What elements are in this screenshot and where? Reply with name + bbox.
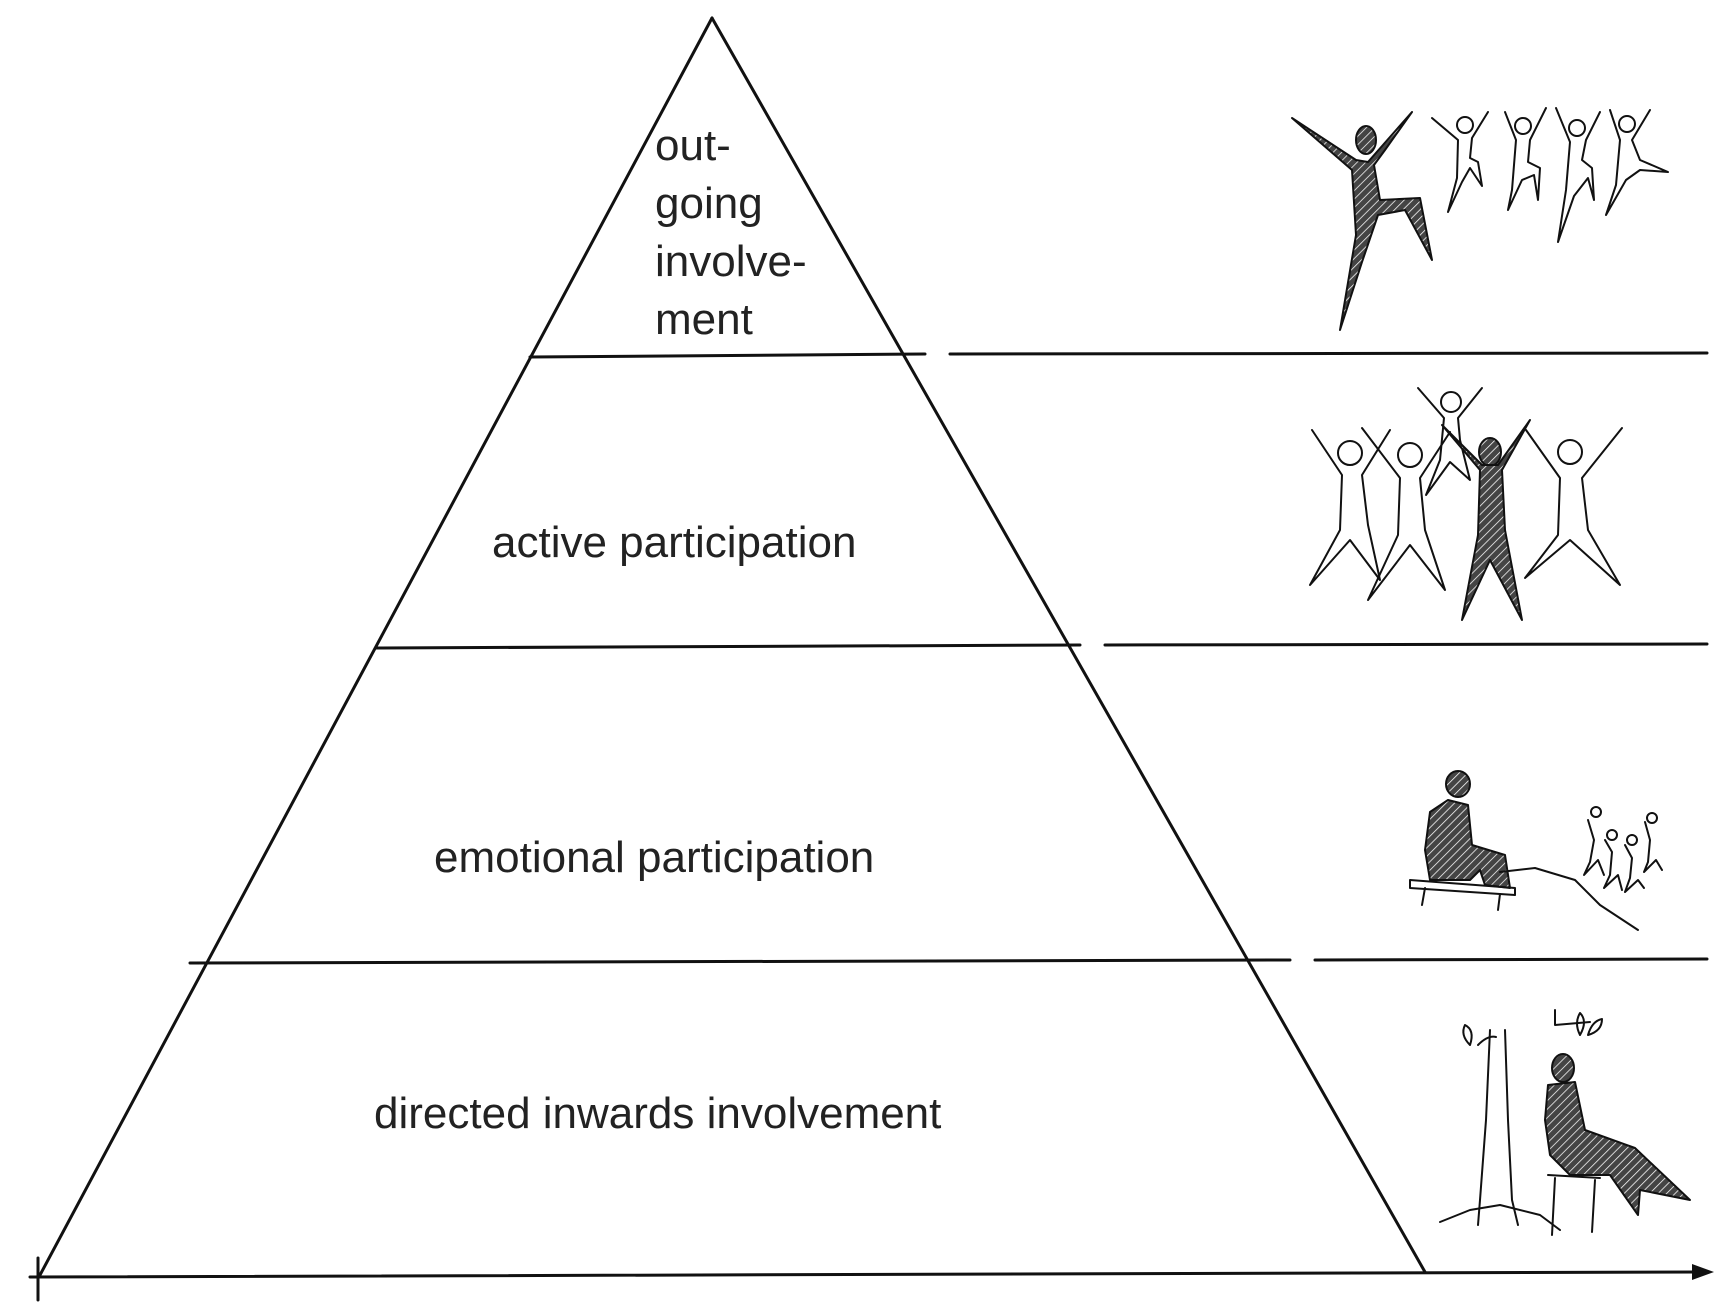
jumping-dark-figure: [1291, 111, 1433, 331]
seated-spectator-illustration: [1409, 770, 1663, 931]
person-under-tree-illustration: [1439, 1009, 1691, 1236]
divider-2-extension: [1103, 642, 1709, 647]
chair: [1547, 1174, 1601, 1236]
level-labels: out- going involve- ment active particip…: [374, 121, 941, 1138]
dancing-white-figure-1: [1309, 429, 1391, 586]
dancing-white-figure-4: [1524, 427, 1623, 586]
dancing-dark-figure: [1441, 419, 1531, 621]
seated-dark-figure: [1424, 770, 1511, 889]
dancing-white-figure-3: [1417, 387, 1483, 496]
divider-3-extension: [1313, 957, 1709, 962]
level-1-label-line-3: involve-: [655, 237, 807, 286]
tree-leaf-left: [1462, 1024, 1497, 1046]
tree-trunk-right: [1504, 1029, 1519, 1226]
level-4-label: directed inwards involvement: [374, 1089, 941, 1138]
jumping-people-illustration: [1291, 107, 1669, 331]
level-1-label-line-4: ment: [655, 295, 753, 344]
level-dividers: [188, 351, 1709, 965]
jumping-white-figure-4: [1605, 109, 1669, 216]
level-2-label: active participation: [492, 518, 856, 567]
tree-ground: [1439, 1204, 1561, 1231]
tree-trunk-left: [1477, 1029, 1491, 1226]
tree-branch: [1554, 1009, 1591, 1026]
axis-line: [28, 1270, 1702, 1279]
divider-1-pyramid: [528, 352, 927, 359]
small-dancers: [1583, 806, 1663, 893]
level-3-label: emotional participation: [434, 833, 874, 882]
level-1-label: out- going involve- ment: [655, 121, 819, 344]
divider-3-pyramid: [188, 958, 1292, 965]
jumping-white-figure-2: [1504, 107, 1547, 211]
bench: [1409, 879, 1516, 911]
axis-arrowhead: [1692, 1264, 1714, 1280]
level-1-label-line-1: out-: [655, 121, 731, 170]
jumping-white-figure-1: [1431, 111, 1489, 213]
dancing-white-figure-2: [1361, 427, 1451, 601]
level-1-label-line-2: going: [655, 179, 763, 228]
ground-slope: [1499, 867, 1639, 931]
divider-2-pyramid: [374, 643, 1082, 650]
divider-1-extension: [948, 351, 1709, 356]
horizontal-axis: [28, 1256, 1714, 1302]
jumping-white-figure-3: [1555, 107, 1601, 243]
tree-leaf-right: [1576, 1012, 1603, 1036]
seated-dark-figure-under-tree: [1544, 1053, 1691, 1216]
dancing-group-illustration: [1309, 387, 1623, 621]
tree: [1439, 1009, 1603, 1231]
